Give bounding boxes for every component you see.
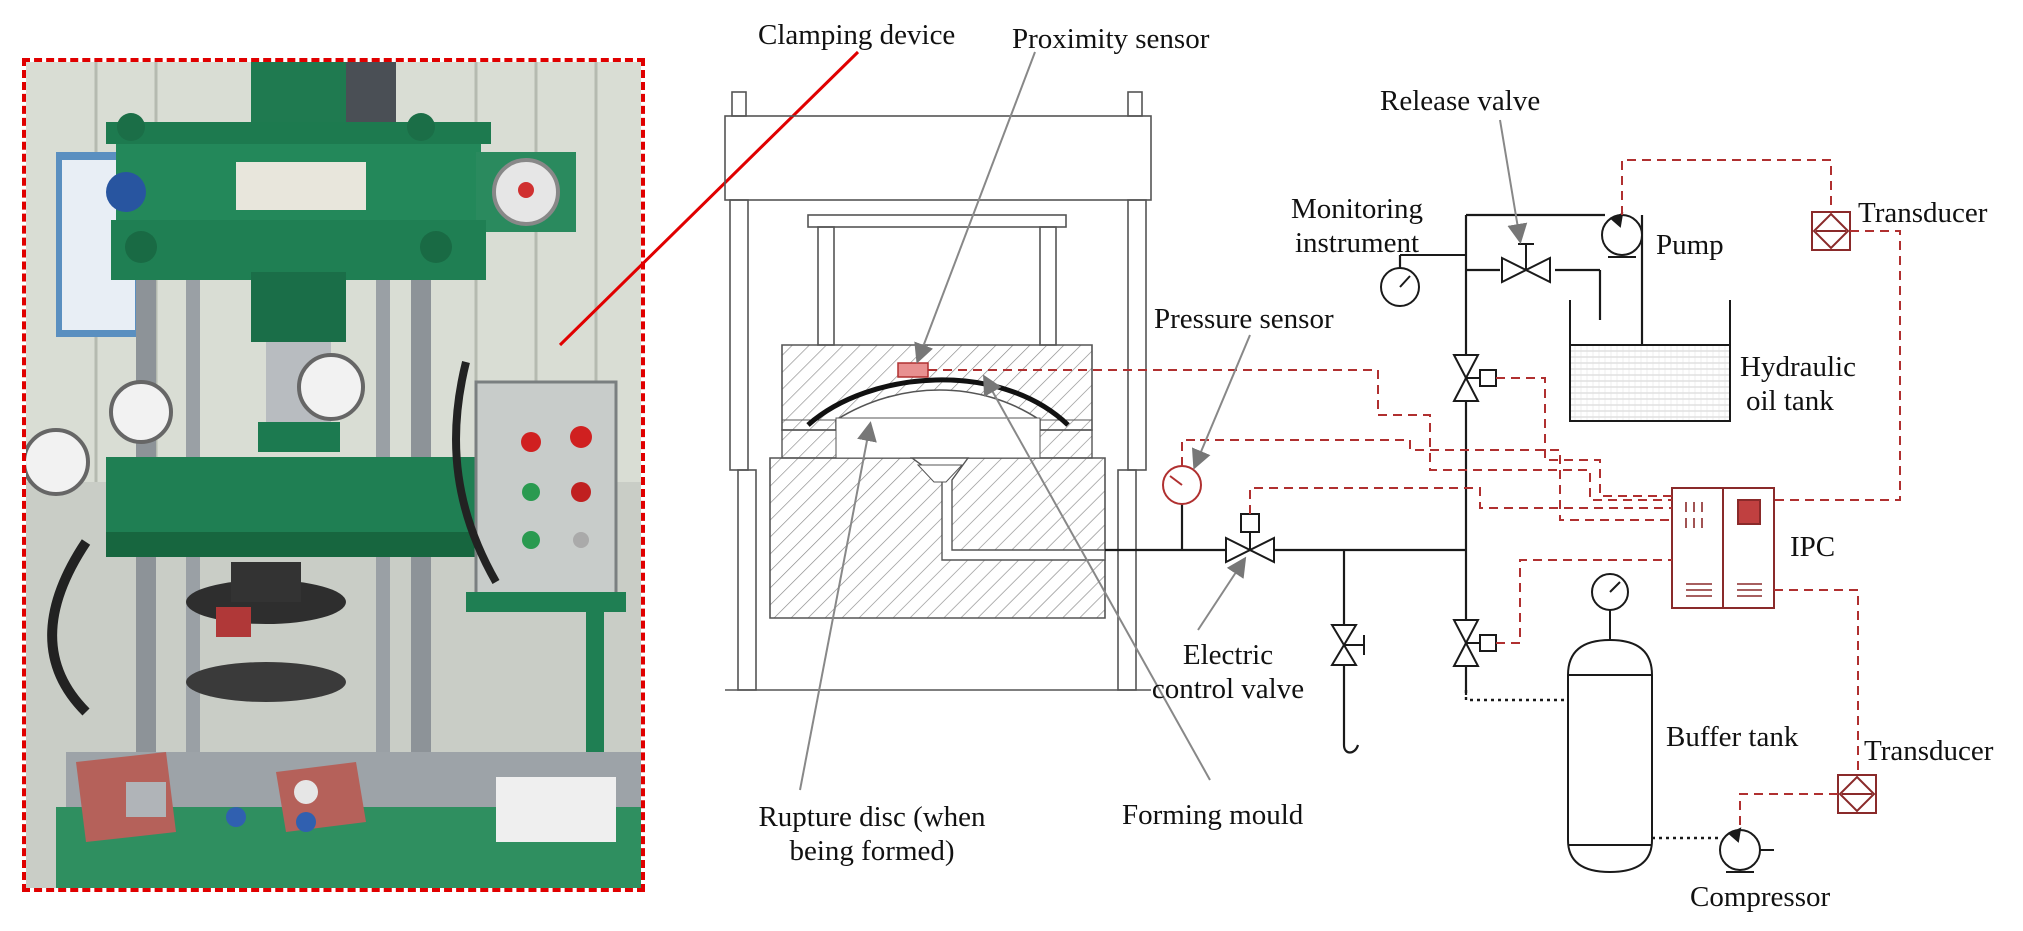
riser-valve-upper (1452, 354, 1497, 402)
label-release-valve: Release valve (1380, 85, 1541, 117)
electric-line2: control valve (1151, 673, 1305, 705)
riser-valve-lower (1452, 619, 1497, 667)
buffer-tank (1567, 573, 1653, 874)
monitoring-line1: Monitoring (1290, 193, 1424, 225)
pressure-sensor (1162, 465, 1202, 505)
transducer-bottom (1837, 774, 1877, 814)
label-clamping-device: Clamping device (758, 19, 956, 51)
label-monitoring-instrument: Monitoring instrument (1282, 192, 1432, 260)
machine-photo-panel (22, 58, 645, 892)
rupture-line1: Rupture disc (when (758, 801, 986, 833)
pump (1601, 212, 1643, 258)
signal-lines (928, 159, 1901, 830)
label-hydraulic-oil-tank: Hydraulic oil tank (1740, 350, 1856, 418)
label-ipc: IPC (1790, 531, 1836, 563)
electric-valve-leader (1197, 556, 1247, 631)
release-valve-leader (1499, 119, 1528, 244)
label-proximity-sensor: Proximity sensor (1012, 23, 1210, 55)
label-electric-control-valve: Electric control valve (1128, 638, 1328, 706)
rupture-line2: being formed) (789, 835, 955, 867)
hydraulic-oil-tank (1569, 300, 1731, 422)
label-rupture-disc: Rupture disc (when being formed) (732, 800, 1012, 868)
machine-photo (26, 62, 641, 888)
monitoring-instrument (1380, 254, 1466, 307)
rupture-disc-leader (799, 421, 877, 791)
label-forming-mould: Forming mould (1122, 799, 1304, 831)
label-pump: Pump (1656, 229, 1724, 261)
rupture-disc (806, 377, 1070, 427)
forming-mould-body (769, 417, 1106, 619)
ipc (1671, 487, 1775, 609)
hydraulic-line1: Hydraulic (1740, 351, 1856, 383)
compressor (1719, 827, 1774, 873)
label-compressor: Compressor (1690, 881, 1831, 913)
label-transducer-bottom: Transducer (1864, 735, 1994, 767)
monitoring-line2: instrument (1294, 227, 1420, 259)
photo-callout-line (558, 50, 860, 347)
drain-valve (1330, 624, 1365, 666)
pressure-sensor-leader (1191, 334, 1251, 470)
transducer-top (1811, 211, 1851, 251)
label-buffer-tank: Buffer tank (1666, 721, 1799, 753)
hydraulic-line2: oil tank (1746, 385, 1834, 417)
proximity-sensor-leader (914, 51, 1036, 364)
electric-line1: Electric (1182, 639, 1274, 671)
label-transducer-top: Transducer (1858, 197, 1988, 229)
upper-die (781, 344, 1093, 431)
forming-mould-leader (983, 374, 1211, 781)
electric-control-valve (1225, 513, 1275, 564)
proximity-sensor (897, 362, 929, 378)
release-valve (1501, 243, 1551, 284)
label-pressure-sensor: Pressure sensor (1154, 303, 1334, 335)
air-lines (1464, 690, 1720, 840)
